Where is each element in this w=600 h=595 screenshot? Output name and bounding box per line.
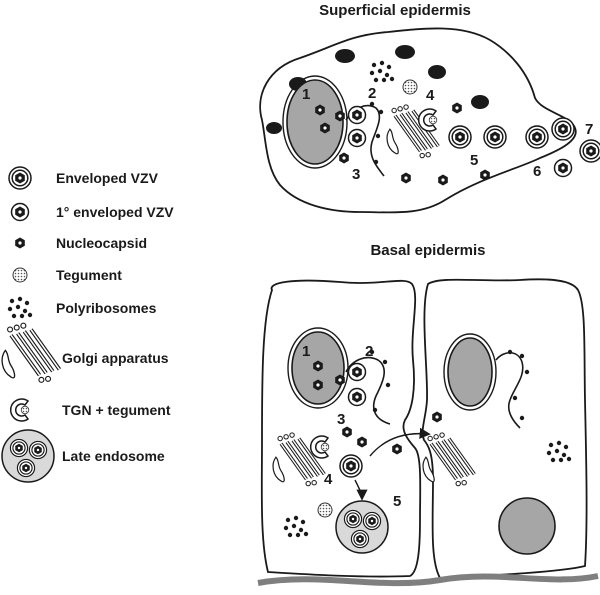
- step-number: 4: [426, 87, 435, 104]
- nucleus: [447, 337, 493, 407]
- arrow-to-endosome: [354, 479, 368, 501]
- ribosome: [519, 353, 525, 359]
- ribosome: [369, 101, 375, 107]
- ribosome: [512, 395, 518, 401]
- late-endosome-icon: [336, 501, 388, 553]
- legend-label-enveloped: Enveloped VZV: [56, 170, 159, 186]
- keratohyalin-granule: [395, 45, 415, 59]
- enveloped-vzv-icon: [449, 126, 471, 148]
- enveloped-vzv-icon: [526, 126, 548, 148]
- primary-enveloped-vzv-icon: [349, 107, 366, 124]
- ribosome: [507, 349, 513, 355]
- tegument-icon: [317, 502, 333, 518]
- step-number: 4: [324, 471, 333, 488]
- ribosome: [372, 407, 378, 413]
- primary-enveloped-vzv-icon: [349, 364, 366, 381]
- enveloped-vzv-icon: [484, 126, 506, 148]
- enveloped-vzv-icon: [580, 140, 600, 162]
- ribosome: [378, 109, 384, 115]
- legend-label-golgi: Golgi apparatus: [62, 350, 169, 366]
- late-endosome-icon: [2, 430, 54, 482]
- step-number: 5: [470, 152, 478, 169]
- step-number: 2: [368, 85, 376, 102]
- primary-enveloped-vzv-icon: [349, 389, 366, 406]
- polyribosomes-icon: [7, 296, 33, 319]
- step-number: 1: [302, 86, 310, 103]
- enveloped-vzv-icon: [552, 118, 574, 140]
- primary-enveloped-vzv-icon: [555, 160, 572, 177]
- legend-label-primary: 1° enveloped VZV: [56, 204, 174, 220]
- enveloped-vzv-icon: [9, 167, 31, 189]
- basement-membrane: [257, 573, 599, 587]
- ribosome: [369, 349, 375, 355]
- ribosome: [375, 133, 381, 139]
- legend-label-endosome: Late endosome: [62, 448, 165, 464]
- legend-label-tgn: TGN + tegument: [62, 402, 171, 418]
- keratohyalin-granule: [335, 49, 355, 63]
- primary-enveloped-vzv-icon: [12, 204, 29, 221]
- ribosome: [385, 382, 391, 388]
- nucleus: [286, 79, 344, 165]
- keratohyalin-granule: [471, 95, 489, 109]
- legend-label-nucleocapsid: Nucleocapsid: [56, 235, 147, 251]
- step-number: 3: [337, 411, 345, 428]
- basal-epidermis-title: Basal epidermis: [370, 242, 485, 259]
- legend: Enveloped VZV 1° enveloped VZV Nucleocap…: [0, 167, 174, 482]
- primary-enveloped-vzv-icon: [349, 130, 366, 147]
- ribosome: [382, 359, 388, 365]
- tegument-icon: [402, 79, 418, 95]
- step-number: 7: [585, 121, 593, 138]
- step-number: 5: [393, 493, 401, 510]
- ribosome: [524, 369, 530, 375]
- step-number: 6: [533, 163, 541, 180]
- nucleus: [498, 497, 556, 555]
- ribosome: [373, 159, 379, 165]
- nuclear-envelope: [443, 333, 497, 411]
- golgi-icon: [0, 321, 62, 385]
- ribosome: [519, 415, 525, 421]
- superficial-epidermis-title: Superficial epidermis: [319, 2, 471, 19]
- arrow-cell-to-cell: [369, 427, 431, 457]
- step-number: 2: [365, 343, 373, 360]
- step-number: 1: [302, 343, 310, 360]
- keratohyalin-granule: [428, 65, 446, 79]
- tegument-icon: [12, 267, 28, 283]
- superficial-cell: 1 2 3 4 5 6 7: [259, 27, 600, 214]
- nuclear-envelope: [282, 75, 348, 169]
- tgn-icon: [9, 398, 30, 422]
- legend-label-tegument: Tegument: [56, 267, 122, 283]
- enveloped-vzv-icon: [340, 455, 362, 477]
- legend-label-polyribosomes: Polyribosomes: [56, 300, 157, 316]
- er-membrane: [345, 356, 391, 425]
- basal-cells: 1 2 3 4 5: [257, 278, 599, 587]
- nucleocapsid-icon: [15, 237, 25, 249]
- keratohyalin-granule: [266, 122, 282, 134]
- step-number: 3: [352, 166, 360, 183]
